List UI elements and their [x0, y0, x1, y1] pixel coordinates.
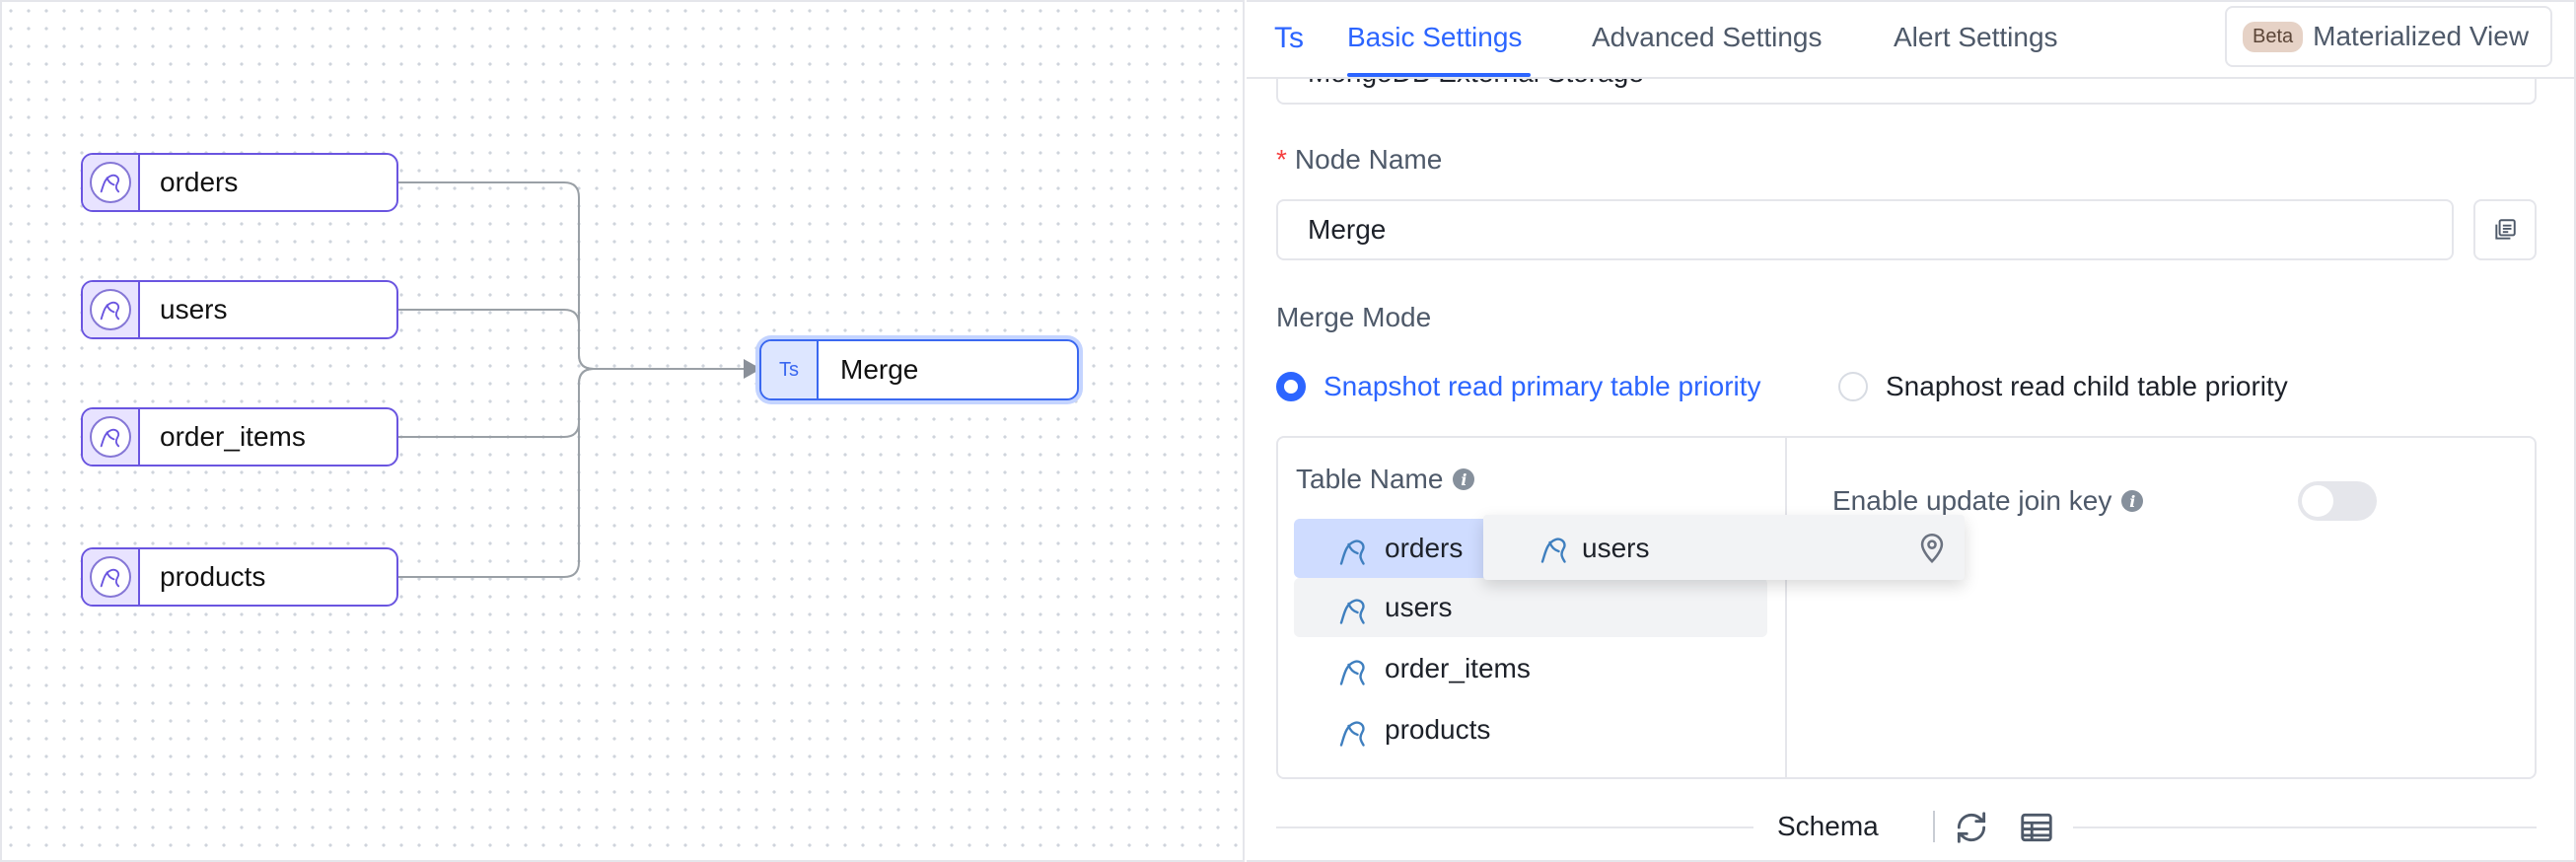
table-row-order-items[interactable]: order_items	[1294, 639, 1767, 698]
mysql-icon	[1339, 599, 1365, 624]
mysql-icon	[1339, 539, 1365, 565]
mysql-icon	[1339, 660, 1365, 685]
table-row-products[interactable]: products	[1294, 700, 1767, 759]
schema-section: Schema	[1276, 799, 2537, 854]
active-tab-indicator	[1347, 73, 1531, 77]
enable-update-join-key-label: Enable update join key i	[1832, 485, 2144, 517]
required-mark: *	[1276, 144, 1287, 175]
source-node-label: order_items	[160, 421, 306, 452]
tab-alert-settings[interactable]: Alert Settings	[1894, 22, 2058, 52]
merge-table-config: Table Name i orders users order_items pr…	[1276, 436, 2537, 779]
node-settings-panel: Ts Basic Settings Advanced Settings Aler…	[1247, 0, 2576, 862]
merge-mode-label: Merge Mode	[1276, 302, 1432, 332]
edge-order-items-merge	[396, 368, 595, 438]
separator	[1933, 811, 1935, 842]
edge-users-merge	[396, 309, 595, 370]
radio-primary-priority[interactable]: Snapshot read primary table priority	[1276, 371, 1761, 402]
radio-selected	[1276, 372, 1306, 401]
source-node-label: products	[160, 561, 266, 592]
toggle-knob	[2302, 485, 2333, 517]
node-name-label: *Node Name	[1276, 144, 1443, 175]
edge-arrowhead	[744, 359, 761, 379]
edge-layer	[396, 181, 761, 578]
source-node-orders[interactable]: orders	[81, 153, 398, 212]
copy-icon	[2495, 219, 2516, 240]
merge-node-label: Merge	[840, 354, 919, 385]
update-join-key-toggle[interactable]	[2298, 481, 2377, 521]
info-icon[interactable]: i	[2121, 490, 2144, 512]
mysql-icon	[83, 549, 140, 605]
radio-child-priority[interactable]: Snaphost read child table priority	[1838, 371, 2288, 402]
schema-label: Schema	[1777, 811, 1879, 841]
table-name-header: Table Name i	[1296, 464, 1475, 495]
mysql-icon	[83, 282, 140, 337]
source-node-label: orders	[160, 167, 239, 197]
radio-child-label: Snaphost read child table priority	[1886, 371, 2288, 401]
node-type-icon: Ts	[1274, 22, 1304, 54]
source-node-order-items[interactable]: order_items	[81, 407, 398, 467]
table-row-label: order_items	[1385, 653, 1531, 683]
table-row-label: products	[1385, 714, 1491, 745]
materialized-view-label: Materialized View	[2313, 21, 2530, 51]
location-pin-icon[interactable]	[1915, 531, 1949, 564]
tab-advanced-settings[interactable]: Advanced Settings	[1592, 22, 1823, 52]
table-icon[interactable]	[2018, 809, 2055, 846]
external-storage-value: MongoDB External Storage	[1308, 79, 1644, 89]
edge-orders-merge	[396, 181, 753, 370]
beta-badge: Beta	[2243, 21, 2304, 52]
mysql-icon	[83, 409, 140, 465]
divider-line	[2073, 826, 2537, 828]
materialized-view-button[interactable]: Beta Materialized View	[2225, 6, 2552, 67]
node-name-input[interactable]: Merge	[1276, 199, 2454, 260]
drag-ghost-label: users	[1582, 533, 1650, 563]
mysql-icon	[1339, 721, 1365, 747]
mysql-icon	[1540, 538, 1566, 563]
table-row-users[interactable]: users	[1294, 578, 1767, 637]
source-node-label: users	[160, 294, 228, 324]
copy-button[interactable]	[2473, 199, 2537, 260]
radio-unselected	[1838, 372, 1868, 401]
radio-primary-label: Snapshot read primary table priority	[1324, 371, 1761, 401]
edge-products-merge	[396, 368, 595, 578]
drag-ghost-users[interactable]: users	[1483, 515, 1965, 580]
merge-node[interactable]: Ts Merge	[759, 339, 1079, 400]
table-divider	[1785, 438, 1787, 777]
table-row-label: users	[1385, 592, 1453, 622]
typescript-node-icon: Ts	[761, 341, 819, 398]
external-storage-select[interactable]: MongoDB External Storage	[1276, 79, 2537, 105]
tab-basic-settings[interactable]: Basic Settings	[1347, 22, 1523, 52]
refresh-icon[interactable]	[1953, 809, 1990, 846]
mysql-icon	[83, 155, 140, 210]
info-icon[interactable]: i	[1453, 468, 1475, 490]
settings-tabs: Ts Basic Settings Advanced Settings Aler…	[1247, 2, 2574, 79]
source-node-users[interactable]: users	[81, 280, 398, 339]
dag-canvas[interactable]: orders users order_items products Ts Mer…	[0, 0, 1245, 862]
divider-line	[1276, 826, 1753, 828]
source-node-products[interactable]: products	[81, 547, 398, 607]
table-row-label: orders	[1385, 533, 1464, 563]
